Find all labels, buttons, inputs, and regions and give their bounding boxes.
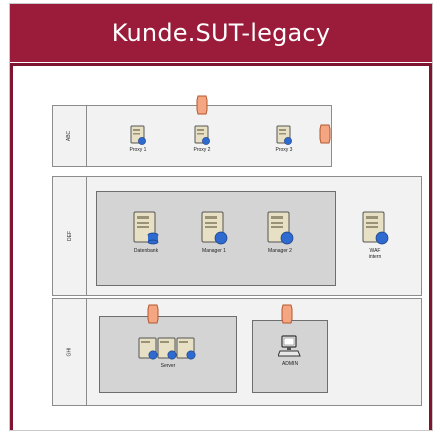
- slide-right-border: [429, 66, 432, 430]
- server-icon: [194, 125, 210, 145]
- node-manager-2-label: Manager 2: [268, 248, 292, 254]
- node-manager-1-label: Manager 1: [202, 248, 226, 254]
- node-datenbank: Datenbank: [122, 209, 170, 254]
- node-proxy-2: Proxy 2: [178, 124, 226, 153]
- node-proxy-3: Proxy 3: [260, 124, 308, 153]
- server-icon: [362, 211, 389, 245]
- node-server-group: Server: [137, 334, 199, 369]
- slide-title: Kunde.SUT-legacy: [10, 4, 432, 62]
- server-icon: [276, 125, 292, 145]
- zone-abc-label: ABC: [66, 130, 73, 142]
- node-proxy-3-label: Proxy 3: [275, 147, 293, 153]
- node-datenbank-label: Datenbank: [133, 248, 159, 254]
- server-icon: [138, 337, 196, 360]
- node-admin-label: ADMIN: [281, 361, 299, 367]
- slide-left-border: [10, 66, 13, 430]
- zone-def-label: DEF: [66, 231, 73, 241]
- node-proxy-1: Proxy 1: [114, 124, 162, 153]
- firewall-icon: [196, 95, 208, 115]
- workstation-icon: [278, 335, 301, 357]
- zone-def-tag: DEF: [53, 177, 87, 295]
- zone-ghi-tag: GHI: [53, 299, 87, 405]
- node-admin: ADMIN: [266, 334, 314, 367]
- node-waf-intern: WAF intern: [351, 209, 399, 260]
- zone-abc-tag: ABC: [53, 106, 87, 166]
- node-waf-intern-label: WAF intern: [368, 248, 382, 260]
- node-server-label: Server: [160, 363, 176, 369]
- node-proxy-1-label: Proxy 1: [129, 147, 147, 153]
- network-diagram: ABC DEF GHI Proxy 1 Proxy 2 Proxy 3: [10, 4, 434, 432]
- firewall-icon: [319, 124, 331, 144]
- server-icon: [201, 211, 228, 245]
- server-icon: [267, 211, 294, 245]
- server-icon: [130, 125, 146, 145]
- slide-card: Kunde.SUT-legacy ABC DEF GHI Proxy 1: [9, 3, 433, 431]
- node-manager-2: Manager 2: [256, 209, 304, 254]
- node-manager-1: Manager 1: [190, 209, 238, 254]
- firewall-icon: [147, 304, 159, 324]
- firewall-icon: [281, 304, 293, 324]
- zone-ghi-label: GHI: [66, 347, 73, 357]
- node-proxy-2-label: Proxy 2: [193, 147, 211, 153]
- title-underline: [10, 63, 432, 66]
- database-server-icon: [133, 211, 159, 245]
